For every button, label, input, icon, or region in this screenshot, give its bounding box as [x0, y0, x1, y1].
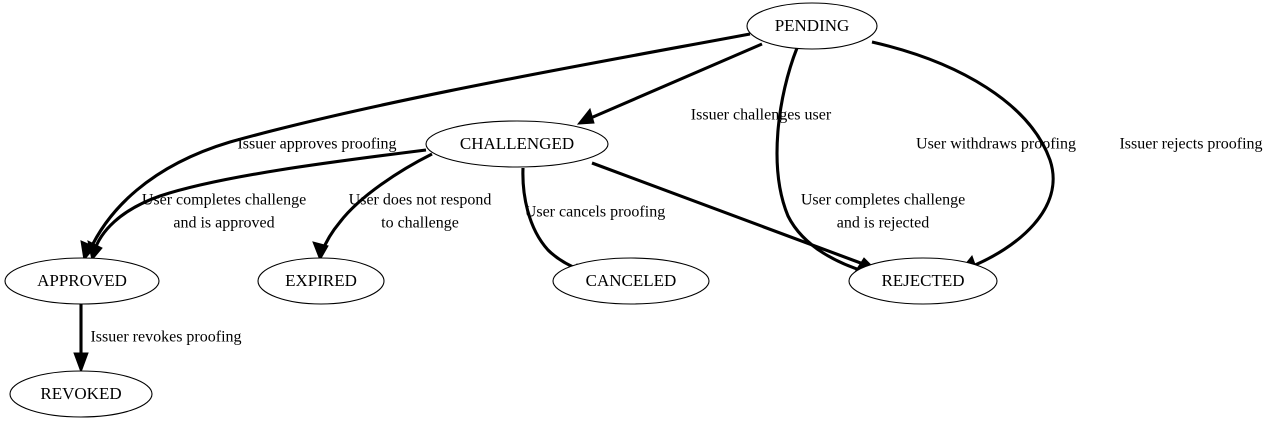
edge-label-challenged-approved-line1: User completes challenge — [142, 192, 306, 209]
edge-challenged-rejected-path — [591, 161, 867, 267]
edge-label-challenged-rejected-line2: and is rejected — [837, 215, 929, 232]
edge-approved-revoked-arrowhead — [73, 352, 89, 374]
edge-pending-canceled-path — [775, 47, 867, 274]
node-pending-ellipse — [746, 2, 878, 50]
edge-label-pending-challenged: Issuer challenges user — [691, 107, 832, 124]
node-pending-label: PENDING — [775, 16, 850, 35]
edge-pending-rejected-path — [871, 40, 1055, 270]
node-pending[interactable]: PENDING — [746, 2, 878, 50]
node-challenged-ellipse — [425, 120, 609, 168]
edge-pending-rejected[interactable] — [871, 40, 1055, 272]
edge-label-challenged-expired-line2: to challenge — [381, 215, 459, 232]
edge-challenged-approved[interactable] — [87, 148, 427, 262]
node-expired-label: EXPIRED — [285, 271, 357, 290]
node-challenged[interactable]: CHALLENGED — [425, 120, 609, 168]
edge-label-approved-revoked: Issuer revokes proofing — [90, 329, 241, 346]
node-revoked[interactable]: REVOKED — [9, 370, 153, 418]
node-canceled[interactable]: CANCELED — [552, 257, 710, 305]
edge-label-layer: Issuer approves proofing Issuer challeng… — [90, 107, 1262, 346]
edge-challenged-expired-arrowhead — [312, 241, 329, 262]
edge-challenged-canceled[interactable] — [521, 167, 590, 278]
edge-challenged-approved-path — [92, 148, 427, 253]
node-approved[interactable]: APPROVED — [4, 257, 160, 305]
edge-pending-challenged[interactable] — [576, 42, 763, 125]
node-rejected-label: REJECTED — [881, 271, 964, 290]
edge-label-pending-canceled: User withdraws proofing — [916, 136, 1076, 153]
edge-label-pending-rejected: Issuer rejects proofing — [1119, 136, 1262, 153]
node-layer: PENDING CHALLENGED APPROVED EXPIRED CANC… — [4, 2, 998, 418]
node-approved-label: APPROVED — [37, 271, 127, 290]
node-expired-ellipse — [257, 257, 385, 305]
node-rejected[interactable]: REJECTED — [848, 257, 998, 305]
node-canceled-ellipse — [552, 257, 710, 305]
edge-challenged-expired-path — [320, 152, 433, 253]
node-revoked-ellipse — [9, 370, 153, 418]
node-rejected-ellipse — [848, 257, 998, 305]
edge-layer — [73, 32, 1055, 374]
node-challenged-label: CHALLENGED — [460, 134, 574, 153]
edge-approved-revoked[interactable] — [73, 304, 89, 374]
edge-label-challenged-canceled: User cancels proofing — [525, 204, 665, 221]
edge-pending-approved-path — [87, 32, 751, 253]
edge-label-challenged-rejected-line1: User completes challenge — [801, 192, 965, 209]
edge-pending-challenged-arrowhead — [576, 107, 595, 125]
edge-label-pending-approved: Issuer approves proofing — [237, 136, 396, 153]
edge-label-challenged-expired-line1: User does not respond — [349, 192, 492, 209]
edge-challenged-expired[interactable] — [312, 152, 433, 262]
node-expired[interactable]: EXPIRED — [257, 257, 385, 305]
edge-pending-challenged-path — [585, 42, 763, 122]
node-revoked-label: REVOKED — [40, 384, 121, 403]
edge-challenged-canceled-path — [521, 167, 581, 272]
edge-pending-canceled[interactable] — [775, 47, 877, 281]
node-canceled-label: CANCELED — [586, 271, 677, 290]
node-approved-ellipse — [4, 257, 160, 305]
edge-label-challenged-approved-line2: and is approved — [173, 215, 274, 232]
edge-challenged-approved-arrowhead — [87, 240, 103, 262]
